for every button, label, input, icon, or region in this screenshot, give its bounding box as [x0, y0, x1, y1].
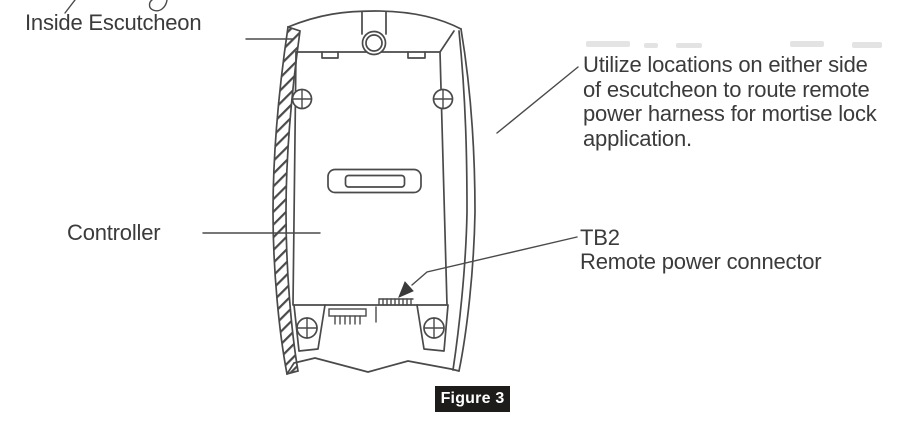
label-controller: Controller [67, 220, 161, 245]
hatch-band [272, 25, 301, 376]
phillips-screw-icon [296, 317, 445, 339]
arrow-down-left-icon [398, 281, 414, 298]
wire-connector-right [375, 298, 414, 323]
label-route-note: Utilize locations on either side of escu… [583, 52, 877, 151]
print-bleed-smudges [586, 41, 882, 48]
cropped-text-remnants [64, 0, 168, 14]
leader-lines [202, 38, 579, 286]
label-remote-power-connector: Remote power connector [580, 249, 822, 274]
spindle-hole [295, 11, 455, 59]
wire-connector-left [328, 308, 367, 325]
label-inside-escutcheon: Inside Escutcheon [25, 10, 202, 35]
escutcheon-outline [286, 10, 476, 375]
figure-caption-badge: Figure 3 [435, 386, 510, 412]
label-tb2: TB2 [580, 225, 620, 250]
display-slot [327, 168, 422, 194]
controller-panel [292, 51, 448, 306]
phillips-screw-icon [291, 88, 454, 110]
